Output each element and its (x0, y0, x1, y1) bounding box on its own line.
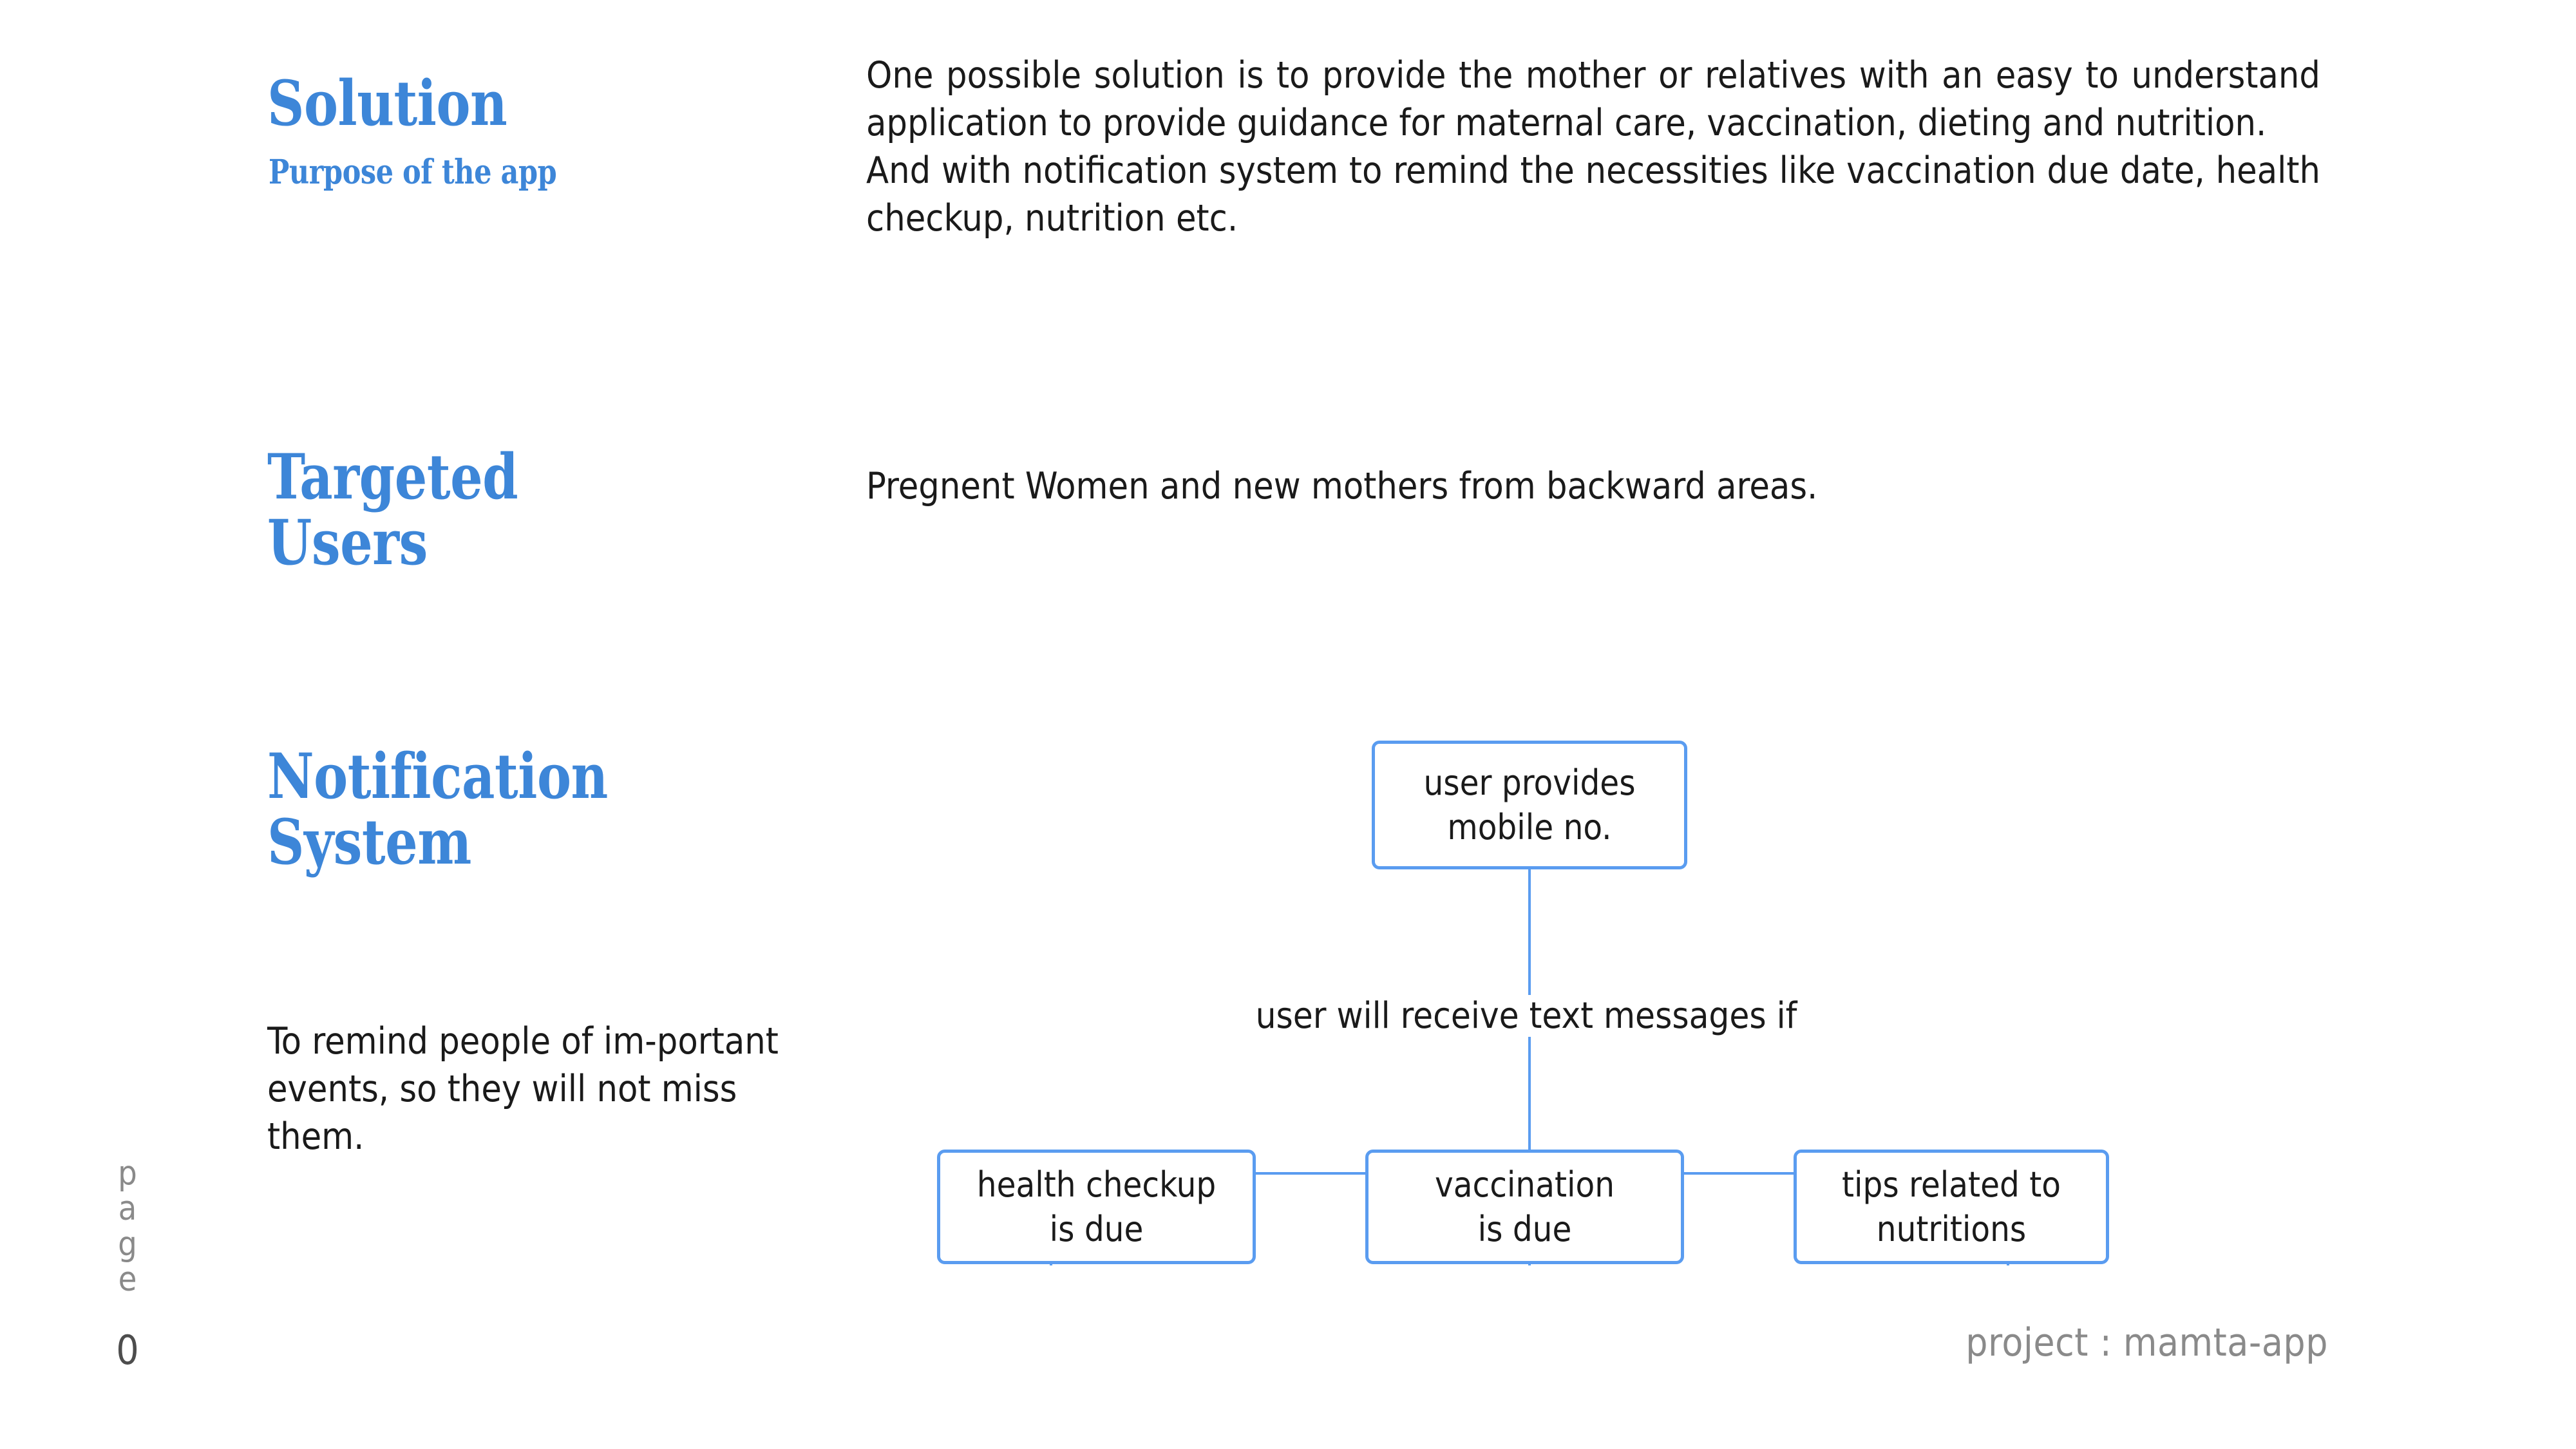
page-number: 0 (116, 1327, 139, 1374)
edge-root-to-caption (1528, 869, 1531, 1008)
diagram-node-nutrition-tips: tips related to nutritions (1794, 1150, 2109, 1264)
footer-project-note: project : mamta-app (1965, 1320, 2328, 1365)
section-body-solution: One possible solution is to provide the … (866, 52, 2320, 242)
diagram-node-health-checkup: health checkup is due (937, 1150, 1256, 1264)
section-subheading-purpose: Purpose of the app (269, 153, 557, 192)
diagram-edge-caption: user will receive text messages if (902, 995, 2151, 1037)
notification-flow-diagram: user provides mobile no. user will recei… (902, 728, 2151, 1307)
section-heading-targeted-users: Targeted Users (267, 440, 518, 579)
diagram-edge-caption-text: user will receive text messages if (1245, 995, 1808, 1037)
notification-system-paragraph-1: To remind people of im-portant events, s… (267, 1020, 779, 1159)
section-heading-solution: Solution (267, 67, 507, 140)
solution-paragraph-1: One possible solution is to provide the … (866, 54, 2320, 145)
page-label-letter-p: p (118, 1154, 137, 1193)
diagram-node-root: user provides mobile no. (1372, 741, 1687, 869)
section-heading-notification-system: Notification System (267, 740, 608, 878)
page-label-letter-a: a (118, 1189, 137, 1229)
diagram-node-vaccination: vaccination is due (1365, 1150, 1684, 1264)
page-label: p a g e (108, 1154, 147, 1300)
section-body-notification-system: To remind people of im-portant events, s… (267, 1018, 815, 1160)
section-body-targeted-users: Pregnent Women and new mothers from back… (866, 462, 2320, 510)
targeted-users-paragraph-1: Pregnent Women and new mothers from back… (866, 465, 1818, 507)
edge-caption-to-bus (1528, 1037, 1531, 1172)
solution-paragraph-2: And with notification system to remind t… (866, 149, 2320, 240)
page-label-letter-g: g (118, 1225, 137, 1264)
page-label-letter-e: e (118, 1260, 137, 1300)
